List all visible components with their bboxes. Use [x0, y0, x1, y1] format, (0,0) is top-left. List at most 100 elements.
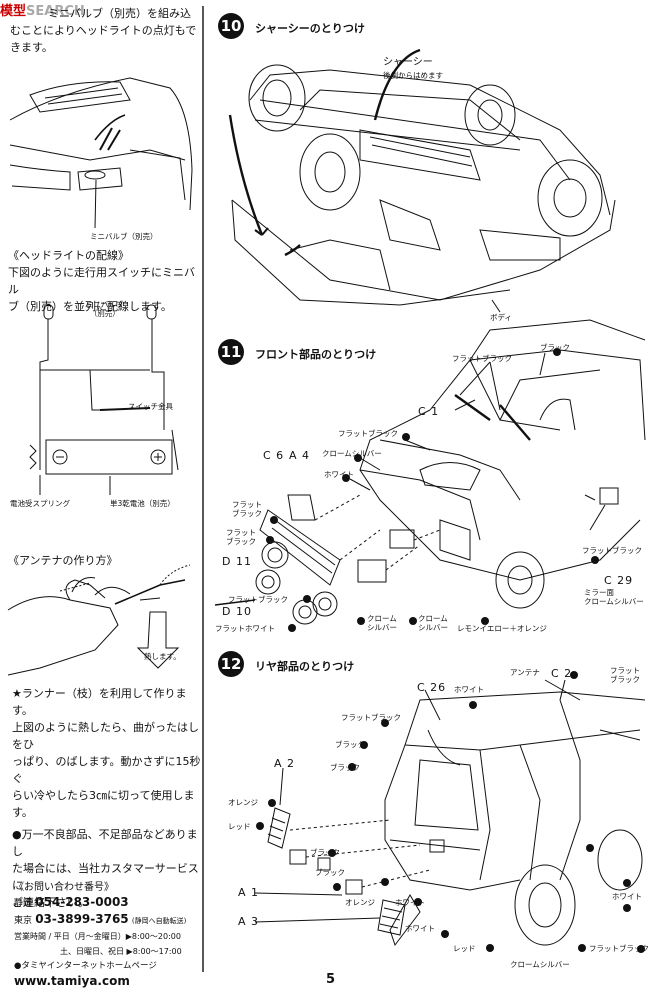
tokyo-note: (静岡へ自動転送)	[131, 917, 187, 925]
wiring-minibulb-l2: （別売）	[89, 309, 120, 318]
s12-orange1: オレンジ	[228, 798, 258, 807]
antenna-text: ★ランナー（枝）を利用して作ります。 上図のように熱したら、曲がったはしをひ っ…	[12, 685, 207, 821]
chassis-note: 後側からはめます	[383, 71, 443, 80]
s11-flat-white: フラットホワイト	[215, 624, 275, 633]
wiring-line1: 下図のように走行用スイッチにミニバル	[8, 266, 195, 296]
shizuoka-label: 静岡	[14, 899, 33, 909]
spring-label: 電池受スプリング	[10, 499, 70, 508]
step12-title: リヤ部品のとりつけ	[255, 660, 355, 673]
part-d10: D 10	[222, 605, 252, 618]
s11-flat-black6: フラットブラック	[582, 546, 642, 555]
s12-flat-black: フラット ブラック	[610, 666, 640, 684]
antenna-hand-sketch	[7, 564, 191, 676]
s11-black: ブラック	[540, 343, 570, 352]
antenna-line4: らい冷やしたら3㎝に切って使用します。	[12, 789, 195, 819]
s11-flat-black5: フラットブラック	[228, 595, 288, 604]
part-a2: A 2	[274, 757, 296, 770]
s11-mirror: ミラー面 クロームシルバー	[584, 588, 644, 606]
shizuoka-row: 静岡 054-283-0003	[14, 895, 204, 912]
part-c2: C 2	[551, 667, 573, 680]
s12-black4: ブラック	[315, 868, 345, 877]
wiring-text: 《ヘッドライトの配線》 下図のように走行用スイッチにミニバル ブ（別売）を並列に…	[8, 247, 203, 315]
s11-mirror-2: クロームシルバー	[584, 597, 644, 606]
s11-mirror-1: ミラー面	[584, 588, 614, 597]
web-label: ●タミヤインターネットホームページ	[14, 961, 157, 971]
s11-flat-black4-b: ブラック	[226, 537, 256, 546]
watermark: 模型SEARCH	[0, 0, 85, 19]
s12-flat-black1: フラットブラック	[341, 713, 401, 722]
part-c1: C 1	[418, 405, 440, 418]
chassis-label: シャーシー	[383, 57, 433, 68]
hours1: 営業時間 / 平日（月〜金曜日）▶8:00〜20:00	[14, 932, 181, 941]
part-d11: D 11	[222, 555, 252, 568]
s12-black1: ブラック	[335, 740, 365, 749]
car-front-sketch	[9, 77, 193, 229]
s11-chrome-silver3-b: シルバー	[418, 623, 448, 632]
intro-line2: むことによりヘッドライトの点灯もで	[10, 24, 197, 37]
switch-label: スイッチ金具	[128, 402, 173, 411]
part-a4: A 4	[289, 449, 311, 462]
shizuoka-tel: 054-283-0003	[35, 895, 129, 909]
step11-number: 11	[218, 339, 244, 365]
s11-chrome-silver2-a: クローム	[367, 614, 397, 623]
antenna-title: 《アンテナの作り方》	[8, 554, 118, 567]
s12-white2: ホワイト	[395, 898, 425, 907]
support-line3: ご連絡下さい。	[12, 896, 89, 909]
s12-flat-black2: フラットブラック	[589, 944, 649, 953]
support-text: ●万一不良部品、不足部品などありまし た場合には、当社カスタマーサービスに ご連…	[12, 826, 207, 911]
antenna-line1: ★ランナー（枝）を利用して作ります。	[12, 687, 187, 717]
tokyo-tel: 03-3899-3765	[35, 912, 129, 926]
front-parts-drawing	[214, 319, 646, 625]
s12-flat-black-a: フラット	[610, 666, 640, 675]
s11-chrome-silver3-a: クローム	[418, 614, 448, 623]
wiring-line2: ブ（別売）を並列に配線します。	[8, 300, 172, 313]
step11-title: フロント部品のとりつけ	[255, 348, 377, 361]
s12-antenna: アンテナ	[510, 668, 540, 677]
s11-chrome-silver3: クローム シルバー	[418, 614, 448, 632]
s11-chrome-silver2-b: シルバー	[367, 623, 397, 632]
s12-black2: ブラック	[330, 763, 360, 772]
watermark-b: SEARCH	[26, 4, 85, 19]
minibulb-label: ミニバルブ（別売）	[90, 232, 158, 241]
wiring-title: 《ヘッドライトの配線》	[8, 249, 129, 262]
page-number: 5	[326, 972, 336, 987]
s11-flat-black1: フラットブラック	[452, 354, 512, 363]
watermark-a: 模型	[0, 4, 27, 19]
support-line1: ●万一不良部品、不足部品などありまし	[12, 828, 198, 858]
wiring-minibulb: ミニバルブ （別売）	[86, 300, 124, 318]
s12-chrome-silver: クロームシルバー	[510, 960, 570, 969]
s11-flat-black3-b: ブラック	[232, 509, 262, 518]
part-a1: A 1	[238, 886, 260, 899]
tokyo-row: 東京 03-3899-3765 (静岡へ自動転送)	[14, 912, 204, 929]
step12-number: 12	[218, 651, 244, 677]
step10-title: シャーシーのとりつけ	[255, 22, 365, 35]
part-c6: C 6	[263, 449, 285, 462]
s11-flat-black2: フラットブラック	[338, 429, 398, 438]
s12-white1: ホワイト	[454, 685, 484, 694]
s11-white: ホワイト	[324, 470, 354, 479]
contact-title: 《お問い合わせ番号》	[14, 882, 114, 893]
s12-red2: レッド	[453, 944, 476, 953]
part-a3: A 3	[238, 915, 260, 928]
contact-block: 《お問い合わせ番号》 静岡 054-283-0003 東京 03-3899-37…	[14, 880, 204, 989]
s11-chrome-silver: クロームシルバー	[322, 449, 382, 458]
body-label: ボディ	[490, 313, 512, 322]
intro-line1: ミニバルブ（別売）を組み込	[48, 7, 191, 20]
s12-white3: ホワイト	[405, 924, 435, 933]
s11-chrome-silver2: クローム シルバー	[367, 614, 397, 632]
part-c29: C 29	[604, 574, 634, 587]
s12-red1: レッド	[228, 822, 251, 831]
s11-flat-black3-a: フラット	[232, 500, 262, 509]
rear-parts-drawing	[254, 679, 646, 947]
heat-label: 熱します。	[144, 652, 181, 661]
tamiya-url[interactable]: www.tamiya.com	[14, 974, 130, 988]
s11-flat-black3: フラット ブラック	[232, 500, 262, 518]
support-line2: た場合には、当社カスタマーサービスに	[12, 862, 199, 892]
part-c26: C 26	[417, 681, 447, 694]
s12-white4: ホワイト	[612, 892, 642, 901]
s12-flat-black-b: ブラック	[610, 675, 640, 684]
step10-number: 10	[218, 13, 244, 39]
wiring-diagram	[29, 304, 179, 495]
tokyo-label: 東京	[14, 916, 33, 926]
